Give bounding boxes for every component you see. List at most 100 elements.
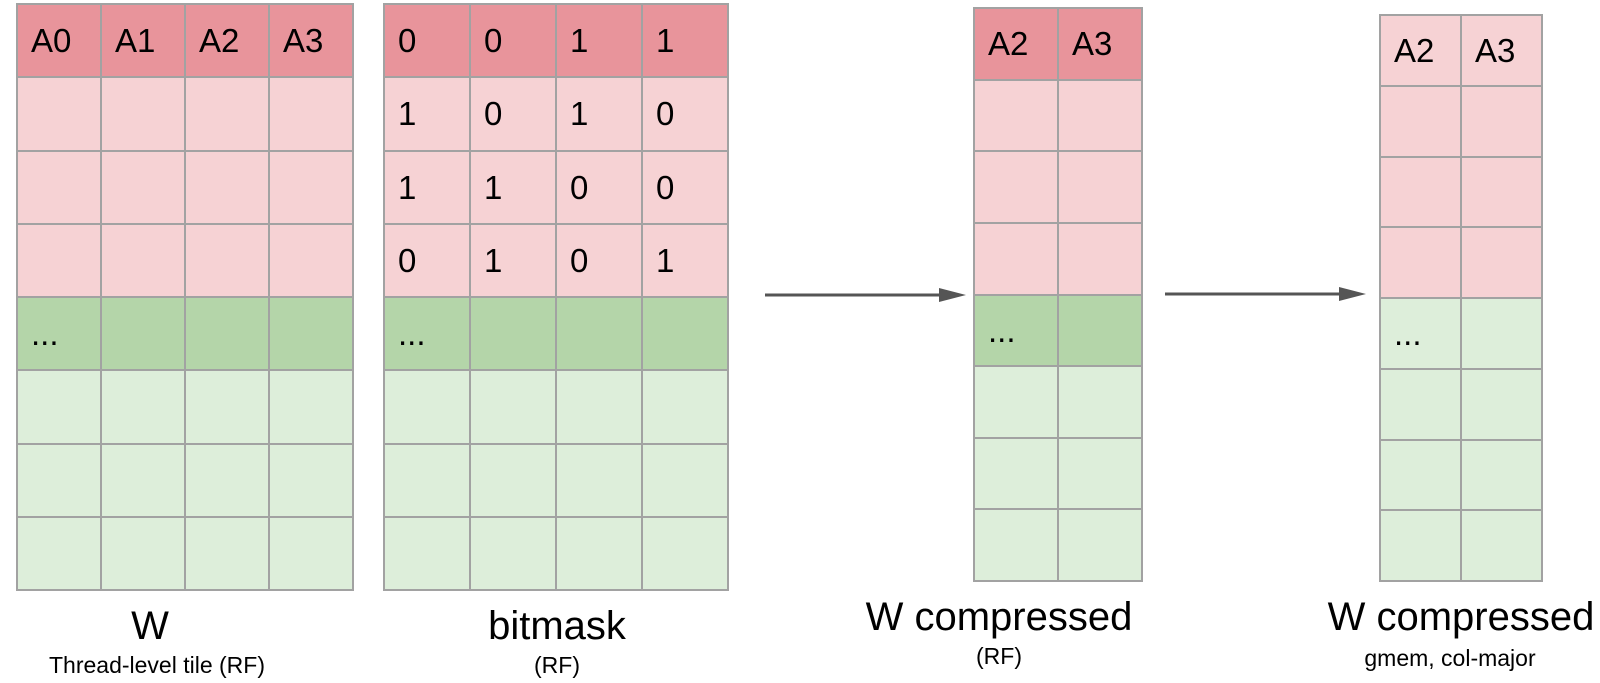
grid-row [1381,86,1541,156]
grid-cell [975,80,1057,151]
grid-cell [471,444,555,516]
grid-cell [557,371,641,443]
grid-cell [18,517,100,589]
grid-cell [385,517,469,589]
grid-cell [186,517,268,589]
grid-cell [1059,438,1141,509]
grid-row [975,223,1141,294]
grid-row [1381,228,1541,297]
grid-cell [102,78,184,150]
grid-row [18,78,352,150]
grid-cell [102,151,184,223]
grid-row [18,517,352,589]
grid-cell [975,367,1057,437]
grid-cell: 1 [557,78,641,150]
grid-row [18,444,352,516]
grid-row [1381,369,1541,439]
grid-cell: 0 [643,151,727,223]
grid-cell [1059,295,1141,366]
grid-cell [975,510,1057,580]
grid-cell: 0 [557,224,641,296]
grid-cell [1059,510,1141,580]
grid-row [18,151,352,223]
grid-cell [471,517,555,589]
grid-cell [1462,86,1541,156]
grid-cell: A2 [975,9,1057,79]
grid-cell [557,517,641,589]
grid-cell [102,517,184,589]
grid-cell: ... [975,295,1057,366]
grid-cell: 1 [557,5,641,77]
grid-cell [270,371,352,443]
grid-cell: A3 [1059,9,1141,79]
grid-cell [1381,440,1460,510]
grid-cell [186,224,268,296]
grid-cell [270,224,352,296]
grid-cell [471,371,555,443]
w-compressed-gmem-label: W compressed [1327,595,1595,639]
grid-cell [102,371,184,443]
grid-cell [1462,369,1541,439]
grid-cell [18,224,100,296]
grid-cell [1462,299,1541,368]
grid-cell [18,444,100,516]
grid-row [18,224,352,296]
grid-row [1381,157,1541,227]
grid-cell: A2 [1381,16,1460,85]
grid-row: ... [385,298,727,370]
w-compressed-rf-sublabel: (RF) [976,643,1022,669]
grid-cell [102,224,184,296]
w-compressed-rf-label: W compressed [865,595,1133,639]
grid-row [975,438,1141,509]
grid-cell [18,78,100,150]
grid-cell: 1 [385,151,469,223]
grid-row: ... [975,295,1141,366]
grid-cell: 0 [385,5,469,77]
grid-cell: A3 [1462,16,1541,85]
grid-cell [1381,228,1460,297]
grid-cell: 0 [471,5,555,77]
grid-row [1381,440,1541,510]
grid-cell [186,298,268,370]
grid-cell [18,371,100,443]
grid-cell [643,298,727,370]
grid-cell [1381,86,1460,156]
grid-cell [1381,511,1460,580]
grid-cell [186,444,268,516]
grid-cell [643,444,727,516]
grid-cell [1462,157,1541,227]
grid-cell [1059,80,1141,151]
grid-cell [557,298,641,370]
grid-row [975,80,1141,151]
grid-cell: 1 [471,151,555,223]
grid-cell [643,517,727,589]
grid-cell: 0 [557,151,641,223]
w-grid-sublabel: Thread-level tile (RF) [49,652,265,678]
grid-cell [1462,228,1541,297]
grid-row [975,510,1141,580]
grid-cell: A2 [186,5,268,77]
grid-row [975,152,1141,222]
grid-cell [975,223,1057,294]
grid-row [1381,511,1541,580]
grid-cell [270,78,352,150]
grid-cell [270,151,352,223]
grid-row [385,371,727,443]
grid-cell [270,444,352,516]
grid-cell [643,371,727,443]
grid-cell [385,371,469,443]
grid-cell: 0 [385,224,469,296]
grid-cell [557,444,641,516]
grid-cell: 1 [385,78,469,150]
right-arrow-icon [1165,287,1366,301]
grid-cell: 1 [471,224,555,296]
bitmask-grid-sublabel: (RF) [534,652,580,678]
grid-cell [186,371,268,443]
